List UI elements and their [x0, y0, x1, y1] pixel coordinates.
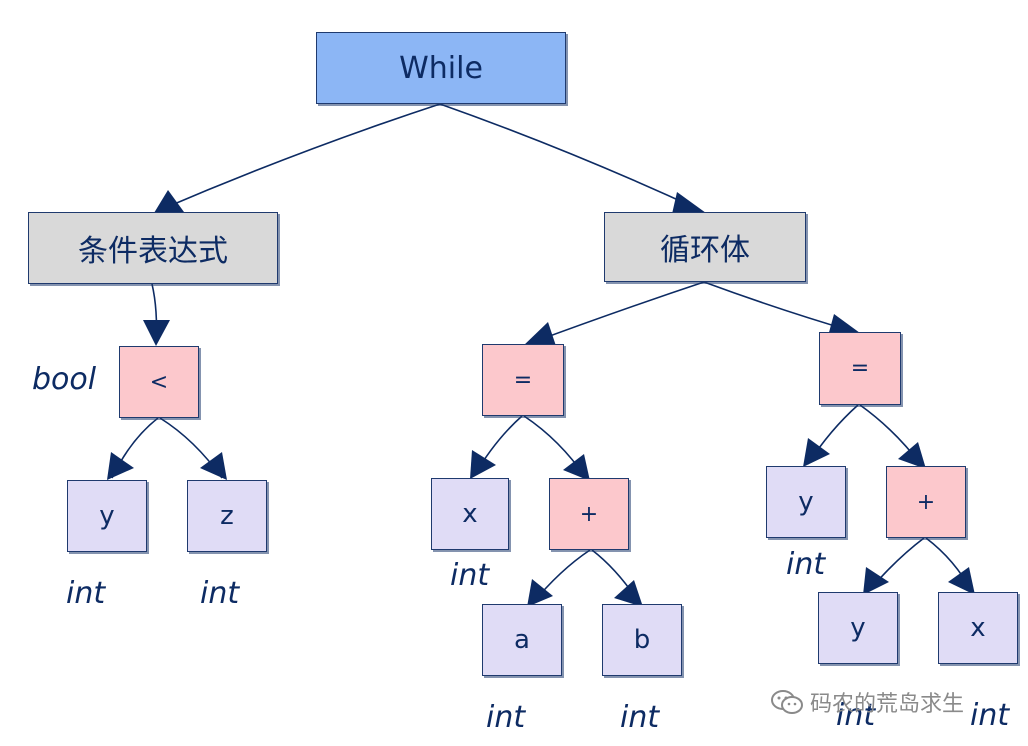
node-less-than: <	[119, 346, 199, 418]
edge-while-cond	[159, 103, 441, 211]
arrowhead-x1	[470, 450, 496, 479]
type-label-int-y2: int	[786, 547, 826, 582]
type-label-bool: bool	[32, 362, 97, 397]
node-plus-2: +	[886, 466, 966, 538]
node-x-sum: x	[938, 592, 1018, 664]
node-b: b	[602, 604, 682, 676]
node-condition: 条件表达式	[28, 212, 278, 284]
arrowhead-lt	[143, 320, 170, 346]
arrowhead-y2	[803, 438, 830, 467]
arrowhead-cond	[154, 190, 184, 213]
arrowhead-plus1	[563, 454, 590, 481]
node-z-cond: z	[187, 480, 267, 552]
arrowhead-z1	[200, 452, 227, 480]
arrowhead-y1	[107, 452, 134, 480]
watermark-text: 码农的荒岛求生	[810, 692, 965, 717]
wechat-icon	[771, 690, 803, 714]
type-label-int-z: int	[200, 576, 240, 611]
type-label-int-x2: int	[970, 698, 1010, 733]
type-label-int-y3: int	[836, 698, 876, 733]
type-label-int-y: int	[66, 576, 106, 611]
arrowhead-a1	[527, 579, 553, 607]
arrowhead-x2	[948, 567, 975, 595]
arrowhead-b1	[614, 580, 643, 607]
node-while: While	[316, 32, 566, 104]
node-loop-body: 循环体	[604, 212, 806, 282]
type-label-int-x: int	[450, 558, 490, 593]
edge-while-body	[439, 103, 701, 211]
node-plus-1: +	[549, 478, 629, 550]
arrowhead-y3	[863, 567, 889, 595]
arrowhead-assign2	[828, 314, 860, 336]
type-label-int-b: int	[620, 700, 660, 735]
node-y-assign: y	[766, 466, 846, 538]
arrowhead-plus2	[898, 442, 926, 469]
edge-body-assign1	[527, 281, 705, 345]
node-x-assign: x	[431, 478, 509, 550]
node-a: a	[482, 604, 562, 676]
arrowhead-assign1	[522, 322, 556, 347]
node-assign-2: =	[819, 332, 901, 405]
node-assign-1: =	[482, 344, 564, 416]
node-y-cond: y	[67, 480, 147, 552]
watermark: 码农的荒岛求生	[770, 686, 964, 718]
arrowhead-body	[672, 192, 706, 214]
node-y-sum: y	[818, 592, 898, 664]
type-label-int-a: int	[486, 700, 526, 735]
